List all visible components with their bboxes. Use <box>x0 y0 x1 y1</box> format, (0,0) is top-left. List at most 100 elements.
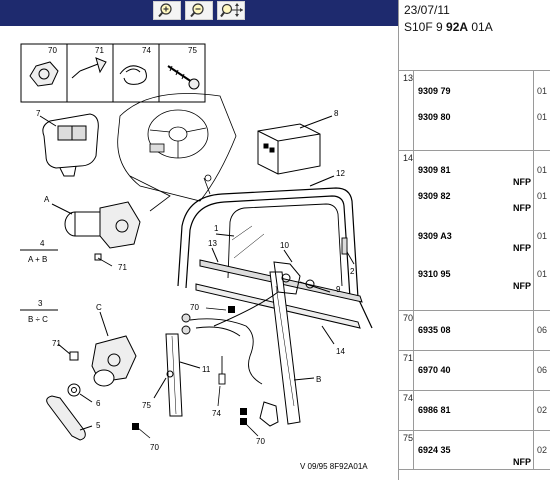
part-number: 6970 40 <box>418 365 451 375</box>
part-qty: 06 <box>537 365 548 375</box>
label-2: 2 <box>350 267 355 276</box>
group-74: 74 6986 81 02 <box>399 390 550 430</box>
part-number: 6986 81 <box>418 405 451 415</box>
label-75b: 75 <box>142 401 151 410</box>
label-70b: 70 <box>190 303 199 312</box>
parts-list-panel: 23/07/11 S10F 9 92A 01A 13 9309 79 01 93… <box>399 0 550 480</box>
zoom-in-button[interactable] <box>153 1 181 20</box>
washer-handle-drawing <box>46 383 93 441</box>
label-A: A <box>44 195 50 204</box>
label-71b: 71 <box>118 263 127 272</box>
part-number: 9310 95 <box>418 269 451 279</box>
part-qty: 01 <box>537 269 548 279</box>
zoom-toolbar <box>0 0 398 26</box>
label-70a: 70 <box>48 46 57 55</box>
diagram-panel: 70 71 74 75 7 <box>0 0 399 480</box>
dashboard-drawing <box>117 93 237 212</box>
label-10: 10 <box>280 241 289 250</box>
label-13: 13 <box>208 239 217 248</box>
zoom-out-icon <box>190 3 204 18</box>
part-number: 9309 A3 <box>418 231 452 241</box>
motor-c-drawing <box>57 311 137 387</box>
parts-exploded-diagram: 70 71 74 75 7 <box>20 43 373 452</box>
code-prefix: S10F 9 <box>404 20 447 34</box>
nfp-flag: NFP <box>513 243 531 253</box>
group-number: 75 <box>403 433 414 443</box>
parts-table: 13 9309 79 01 9309 80 01 14 9309 81 01 N… <box>399 70 550 470</box>
group-number: 70 <box>403 313 414 323</box>
nfp-flag: NFP <box>513 457 531 467</box>
label-B: B <box>316 375 321 384</box>
label-B-div-C: B ÷ C <box>28 315 48 324</box>
group-75: 75 6924 35 02 NFP <box>399 430 550 470</box>
zoom-out-button[interactable] <box>185 1 213 20</box>
regulator-b-drawing <box>213 249 331 427</box>
group-number: 74 <box>403 393 414 403</box>
group-13: 13 9309 79 01 9309 80 01 <box>399 70 550 150</box>
label-8: 8 <box>334 109 339 118</box>
part-qty: 02 <box>537 445 548 455</box>
clip-70b-marker <box>228 306 235 313</box>
label-71c: 71 <box>52 339 61 348</box>
label-6: 6 <box>96 399 101 408</box>
part-qty: 02 <box>537 405 548 415</box>
label-75a: 75 <box>188 46 197 55</box>
part-qty: 06 <box>537 325 548 335</box>
label-14: 14 <box>336 347 345 356</box>
label-7: 7 <box>36 109 41 118</box>
door-frame-drawing <box>177 175 373 329</box>
part-number: 9309 81 <box>418 165 451 175</box>
part-number: 9309 79 <box>418 86 451 96</box>
window-glass-drawing <box>215 203 355 287</box>
label-74b: 74 <box>212 409 221 418</box>
code-bold: 92A <box>446 20 469 34</box>
label-70c: 70 <box>150 443 159 452</box>
label-A-plus-B: A + B <box>28 255 47 264</box>
relay-box-drawing <box>257 115 333 175</box>
part-qty: 01 <box>537 231 548 241</box>
label-C: C <box>96 303 102 312</box>
group-71: 71 6970 40 06 <box>399 350 550 390</box>
small-parts-legend <box>20 43 206 103</box>
label-9: 9 <box>336 285 341 294</box>
clip-70c-marker <box>132 423 139 430</box>
catalog-code: S10F 9 92A 01A <box>404 20 493 34</box>
catalog-date: 23/07/11 <box>404 3 450 17</box>
group-number: 71 <box>403 353 414 363</box>
part-number: 6935 08 <box>418 325 451 335</box>
group-number: 14 <box>403 153 414 163</box>
diagram-reference: V 09/95 8F92A01A <box>300 462 368 471</box>
label-1: 1 <box>214 224 219 233</box>
label-5: 5 <box>96 421 101 430</box>
group-14: 14 9309 81 01 NFP 9309 82 01 NFP 9309 A3… <box>399 150 550 310</box>
part-qty: 01 <box>537 191 548 201</box>
nfp-flag: NFP <box>513 281 531 291</box>
clip-70d-marker-2 <box>240 418 247 425</box>
label-11: 11 <box>202 365 211 374</box>
group-number: 13 <box>403 73 414 83</box>
label-4: 4 <box>40 239 45 248</box>
part-qty: 01 <box>537 165 548 175</box>
clip-70d-marker-1 <box>240 408 247 415</box>
window-switch-drawing <box>39 113 99 177</box>
code-suffix: 01A <box>468 20 493 34</box>
label-74a: 74 <box>142 46 151 55</box>
part-number: 9309 82 <box>418 191 451 201</box>
nfp-flag: NFP <box>513 203 531 213</box>
part-qty: 01 <box>537 86 548 96</box>
group-70: 70 6935 08 06 <box>399 310 550 350</box>
label-70d: 70 <box>256 437 265 446</box>
zoom-in-icon <box>158 3 172 18</box>
nfp-flag: NFP <box>513 177 531 187</box>
part-number: 9309 80 <box>418 112 451 122</box>
label-71a: 71 <box>95 46 104 55</box>
motor-a-drawing <box>51 201 141 261</box>
zoom-pan-icon <box>220 3 243 18</box>
part-number: 6924 35 <box>418 445 451 455</box>
zoom-pan-button[interactable] <box>217 1 245 20</box>
rail-11-drawing <box>153 333 201 417</box>
cable-drawing <box>181 313 263 385</box>
label-12: 12 <box>336 169 345 178</box>
part-qty: 01 <box>537 112 548 122</box>
label-3: 3 <box>38 299 43 308</box>
